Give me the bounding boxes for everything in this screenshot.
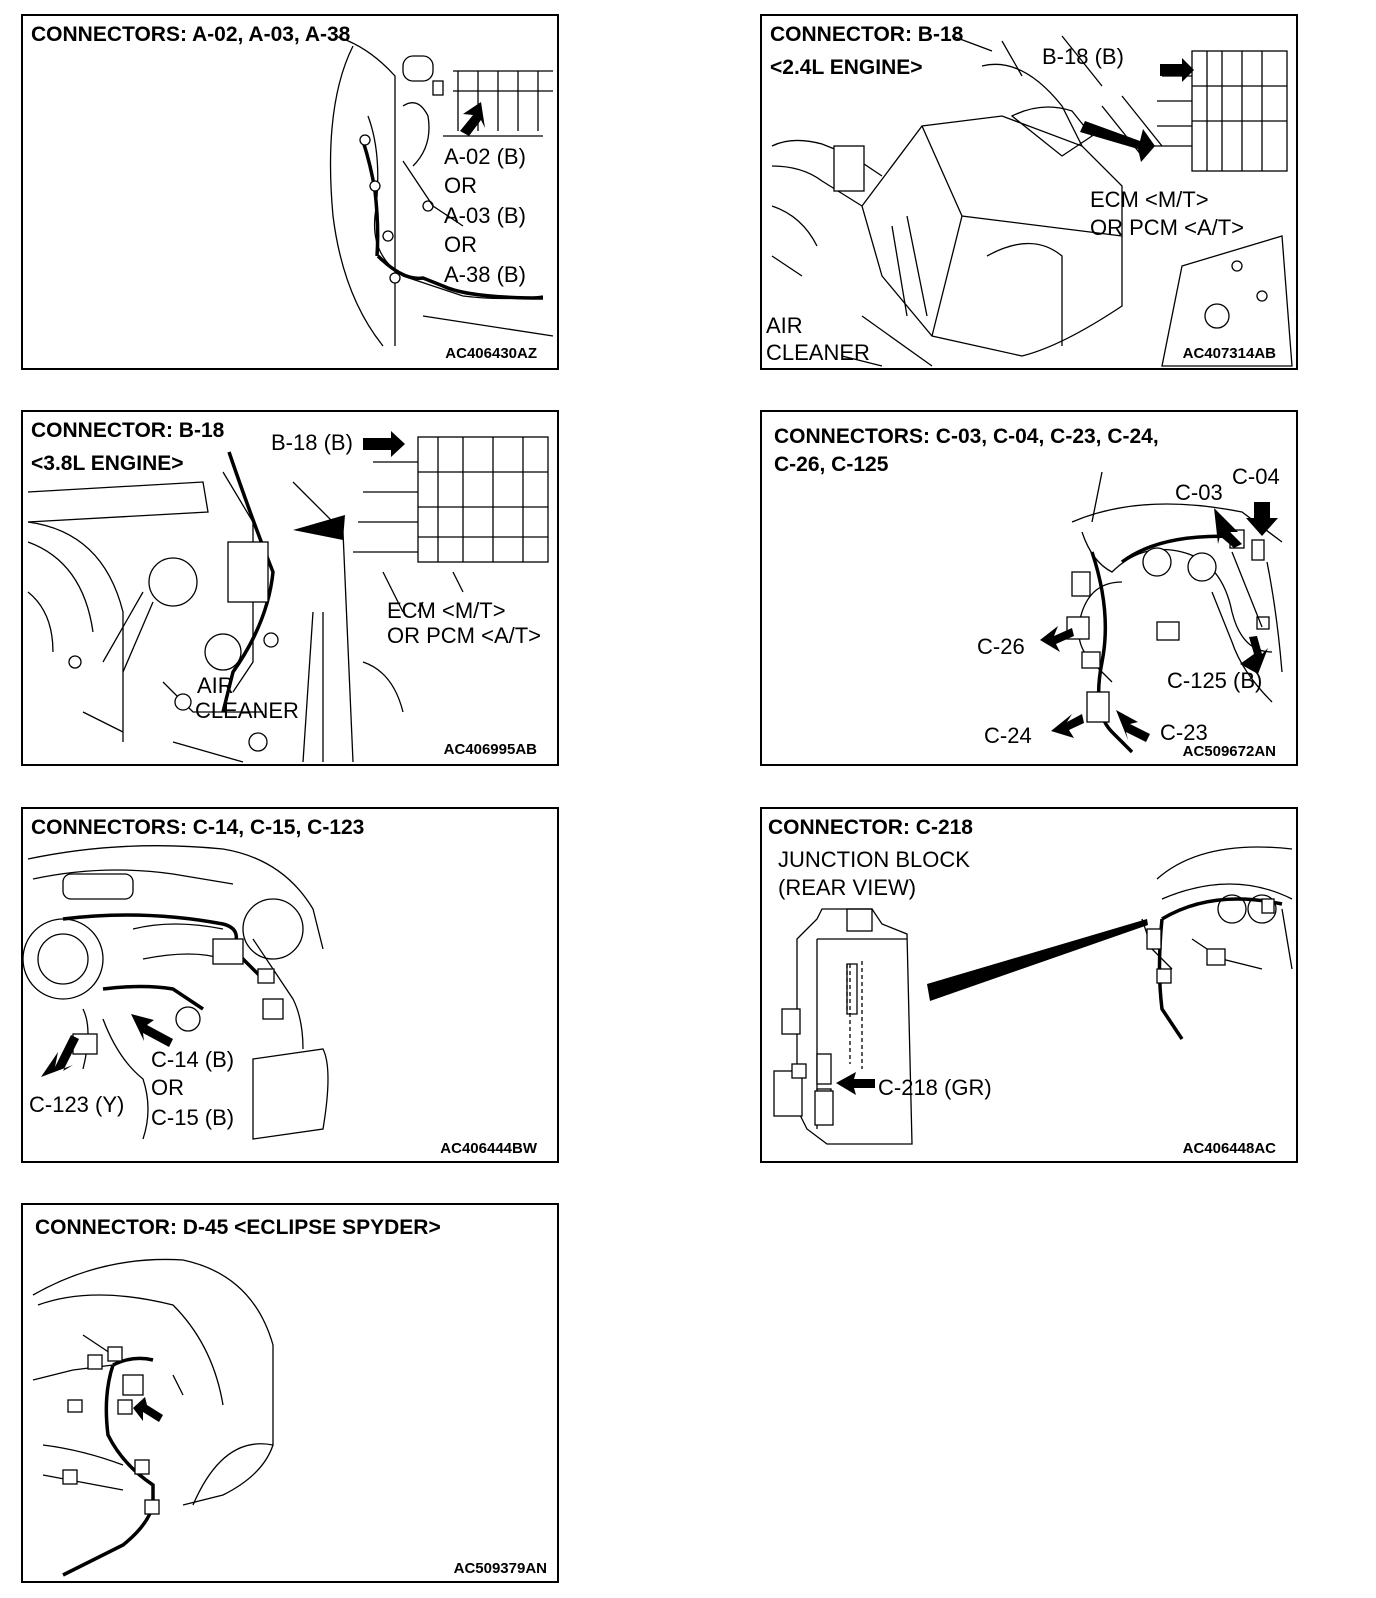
illustration-code: AC406444BW (440, 1140, 537, 1157)
connector-label-c218: C-218 (GR) (878, 1075, 992, 1100)
panel-connectors-c03-c125: CONNECTORS: C-03, C-04, C-23, C-24, C-26… (760, 410, 1298, 766)
illustration-code: AC406430AZ (445, 345, 537, 362)
or-label: OR (444, 173, 477, 198)
panel-connector-b18-24l: CONNECTOR: B-18 <2.4L ENGINE> B-18 (B) E… (760, 14, 1298, 370)
vehicle-rear-drawing (32, 1258, 274, 1577)
panel-title: CONNECTORS: C-14, C-15, C-123 (31, 816, 365, 839)
engine-bay-drawing (27, 431, 549, 763)
module-label-ecm: ECM <M/T> (387, 598, 506, 623)
panel-subtitle: <3.8L ENGINE> (31, 452, 184, 475)
junction-block-drawing (773, 846, 1293, 1145)
panel-title: CONNECTOR: C-218 (768, 816, 973, 839)
or-label: OR (151, 1075, 184, 1100)
part-label-cleaner: CLEANER (195, 698, 299, 723)
connector-label-c24: C-24 (984, 723, 1032, 748)
connector-label-c15: C-15 (B) (151, 1105, 235, 1130)
panel-subtitle: <2.4L ENGINE> (770, 56, 923, 79)
panel-connector-c218: CONNECTOR: C-218 JUNCTION BLOCK (REAR VI… (760, 807, 1298, 1163)
connector-label-c123: C-123 (Y) (29, 1092, 125, 1117)
module-label-pcm: OR PCM <A/T> (1090, 215, 1245, 240)
illustration-code: AC407314AB (1182, 345, 1276, 362)
engine-bay-drawing (771, 35, 1293, 367)
panel-title: CONNECTOR: D-45 <ECLIPSE SPYDER> (35, 1216, 441, 1239)
connector-label-a02: A-02 (B) (444, 144, 526, 169)
rear-view-label: (REAR VIEW) (778, 875, 917, 900)
panel-subtitle: C-26, C-125 (774, 453, 889, 476)
panel-connector-d45: CONNECTOR: D-45 <ECLIPSE SPYDER> AC50937… (21, 1203, 559, 1583)
illustration-code: AC406448AC (1182, 1140, 1276, 1157)
connector-label-c03: C-03 (1175, 480, 1223, 505)
connector-label-c125: C-125 (B) (1167, 668, 1263, 693)
panel-connectors-c14-c15-c123: CONNECTORS: C-14, C-15, C-123 C-14 (B) O… (21, 807, 559, 1163)
panel-connector-b18-38l: CONNECTOR: B-18 <3.8L ENGINE> B-18 (B) E… (21, 410, 559, 766)
junction-block-label: JUNCTION BLOCK (778, 847, 970, 872)
panel-title: CONNECTORS: C-03, C-04, C-23, C-24, (774, 425, 1159, 448)
connector-label-b18: B-18 (B) (1042, 44, 1124, 69)
part-label-air: AIR (197, 673, 234, 698)
engine-bay-drawing (329, 35, 554, 347)
panel-title: CONNECTOR: B-18 (770, 23, 964, 46)
illustration-code: AC509672AN (1182, 743, 1276, 760)
connector-label-c04: C-04 (1232, 464, 1280, 489)
module-label-ecm: ECM <M/T> (1090, 187, 1209, 212)
panel-connectors-a02-a03-a38: CONNECTORS: A-02, A-03, A-38 A-02 (B) OR… (21, 14, 559, 370)
panel-title: CONNECTOR: B-18 (31, 419, 225, 442)
panel-title: CONNECTORS: A-02, A-03, A-38 (31, 23, 351, 46)
connector-label-a03: A-03 (B) (444, 203, 526, 228)
connector-label-a38: A-38 (B) (444, 262, 526, 287)
dashboard-harness-drawing (23, 845, 329, 1140)
connector-label-c23: C-23 (1160, 720, 1208, 745)
connector-label-c14: C-14 (B) (151, 1047, 235, 1072)
dashboard-harness-drawing (1040, 471, 1283, 754)
connector-label-b18: B-18 (B) (271, 430, 353, 455)
module-label-pcm: OR PCM <A/T> (387, 623, 542, 648)
connector-label-c26: C-26 (977, 634, 1025, 659)
part-label-air: AIR (766, 313, 803, 338)
illustration-code: AC406995AB (443, 741, 537, 758)
or-label: OR (444, 232, 477, 257)
illustration-code: AC509379AN (453, 1560, 547, 1577)
part-label-cleaner: CLEANER (766, 340, 870, 365)
